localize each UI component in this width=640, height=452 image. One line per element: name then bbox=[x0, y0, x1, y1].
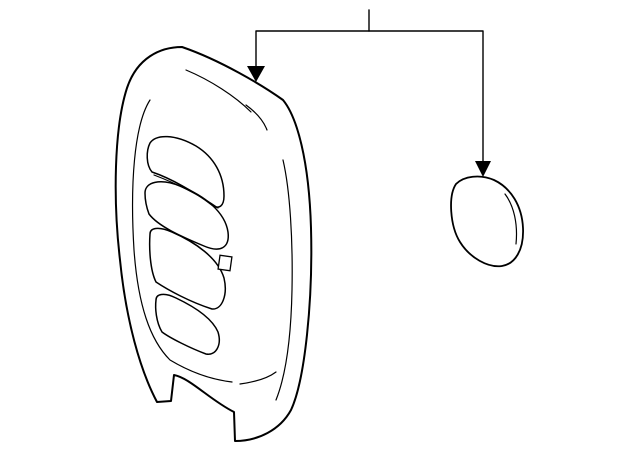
leader-branch-left bbox=[255, 30, 370, 69]
button-recess-4 bbox=[154, 293, 220, 355]
housing-top-edge bbox=[185, 69, 252, 113]
key-fob-housing bbox=[114, 46, 313, 442]
leader-branch-right bbox=[368, 30, 484, 163]
coin-battery bbox=[450, 175, 524, 268]
button-recess-1 bbox=[146, 135, 225, 208]
battery-body bbox=[450, 175, 524, 268]
battery-edge bbox=[504, 193, 518, 245]
arrowhead-battery bbox=[475, 161, 491, 177]
arrowhead-housing bbox=[247, 66, 265, 82]
housing-inner-contour bbox=[131, 99, 233, 383]
housing-outline bbox=[114, 46, 313, 442]
latch-tab bbox=[217, 254, 233, 272]
housing-top-edge-inner bbox=[245, 104, 268, 131]
button-divider bbox=[153, 174, 219, 209]
housing-side-edge bbox=[275, 159, 293, 401]
housing-bottom-edge bbox=[239, 371, 277, 385]
button-recess-3 bbox=[148, 227, 226, 310]
callout-leader bbox=[247, 9, 491, 177]
